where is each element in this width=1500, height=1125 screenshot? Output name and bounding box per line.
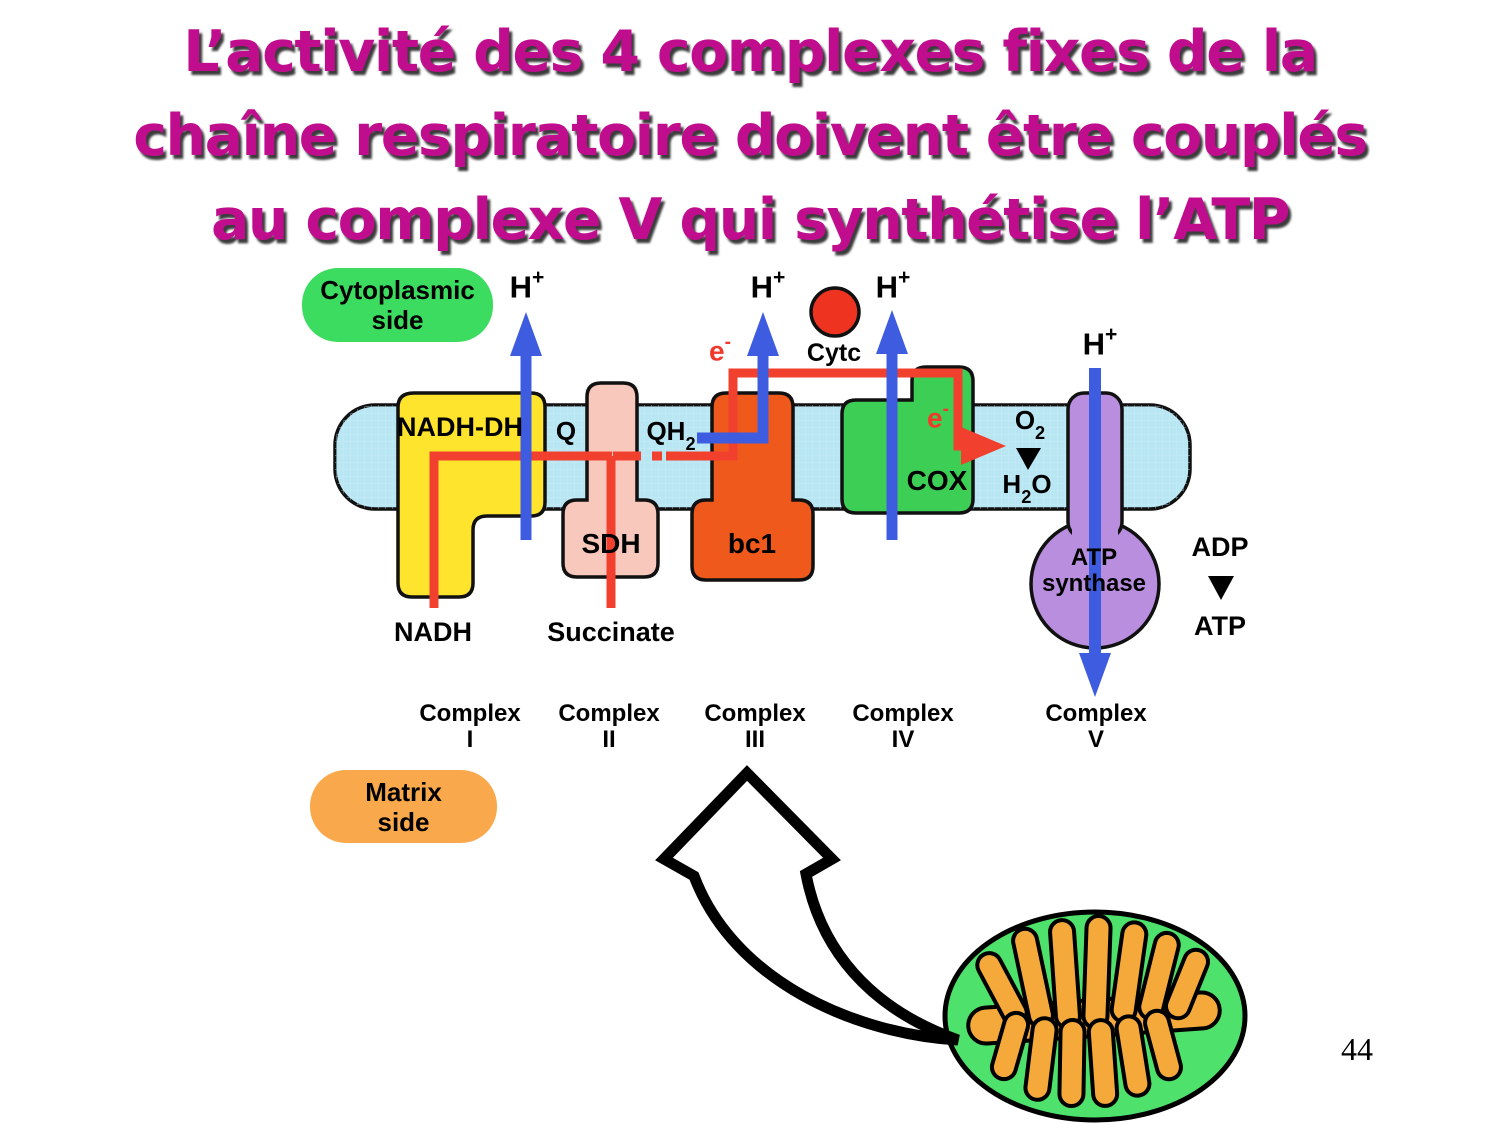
atp-label: ATP	[1194, 611, 1246, 641]
matrix-side-line1: Matrix	[365, 776, 442, 807]
proton-arrowhead-complex5-icon	[1079, 653, 1111, 697]
electron-arrowhead-icon	[961, 427, 1006, 465]
o2-label: O2	[1014, 405, 1046, 444]
complex4-cox-shape	[840, 365, 975, 515]
electron-path-bc1-cox	[666, 368, 963, 461]
proton-arrowhead-complex1-icon	[510, 312, 542, 356]
h-plus-label-complex1: H+	[509, 266, 545, 305]
title-line-3: au complexe V qui synthétise l’ATP	[210, 187, 1291, 253]
q-label: Q	[555, 416, 577, 446]
h-plus-label-complex3: H+	[750, 266, 786, 305]
electron-label-bc1: e-	[709, 332, 731, 367]
atp-synthase-line1: ATP	[1070, 544, 1118, 571]
mitochondrion-illustration	[942, 909, 1248, 1123]
page-number: 44	[1341, 1031, 1373, 1067]
title-line-1: L’activité des 4 complexes fixes de la	[183, 19, 1318, 85]
o2-to-h2o-triangle-icon	[1016, 448, 1041, 470]
succinate-label: Succinate	[547, 617, 675, 647]
adp-label: ADP	[1191, 532, 1249, 562]
atp-synthase-line2: synthase	[1041, 570, 1147, 597]
slide-title: L’activité des 4 complexes fixes de la c…	[0, 10, 1500, 262]
proton-arrowhead-complex4-icon	[876, 310, 908, 354]
bc1-label: bc1	[727, 528, 777, 559]
proton-arrow-complex3	[697, 354, 769, 444]
nadh-dh-label: NADH-DH	[397, 412, 523, 442]
matrix-side-line2: side	[377, 806, 430, 837]
qh2-label: QH2	[646, 416, 696, 455]
h2o-label: H2O	[1002, 469, 1052, 508]
title-line-2: chaîne respiratoire doivent être couplés	[133, 103, 1368, 169]
adp-to-atp-triangle-icon	[1208, 576, 1234, 600]
electron-path-nadh	[429, 451, 612, 608]
mitochondrion-cristae	[966, 914, 1222, 1108]
matrix-side-label: Matrix side	[310, 770, 497, 843]
sdh-label: SDH	[581, 528, 641, 559]
zoom-callout-arrow-icon	[655, 765, 960, 1046]
nadh-label: NADH	[394, 617, 472, 647]
electron-label-cox: e-	[927, 399, 949, 434]
atp-synthase-label: ATP synthase	[1042, 545, 1146, 597]
cytc-label: Cytc	[806, 339, 862, 367]
cox-label: COX	[906, 465, 968, 496]
h-plus-label-complex4: H+	[875, 266, 911, 305]
cytoplasmic-side-line2: side	[371, 305, 424, 335]
cytoplasmic-side-label: Cytoplasmic side	[302, 268, 493, 342]
cytoplasmic-side-line1: Cytoplasmic	[320, 275, 475, 305]
h-plus-label-complex5: H+	[1082, 323, 1118, 362]
proton-arrowhead-complex3-icon	[747, 312, 779, 356]
cytc-circle	[809, 286, 861, 338]
